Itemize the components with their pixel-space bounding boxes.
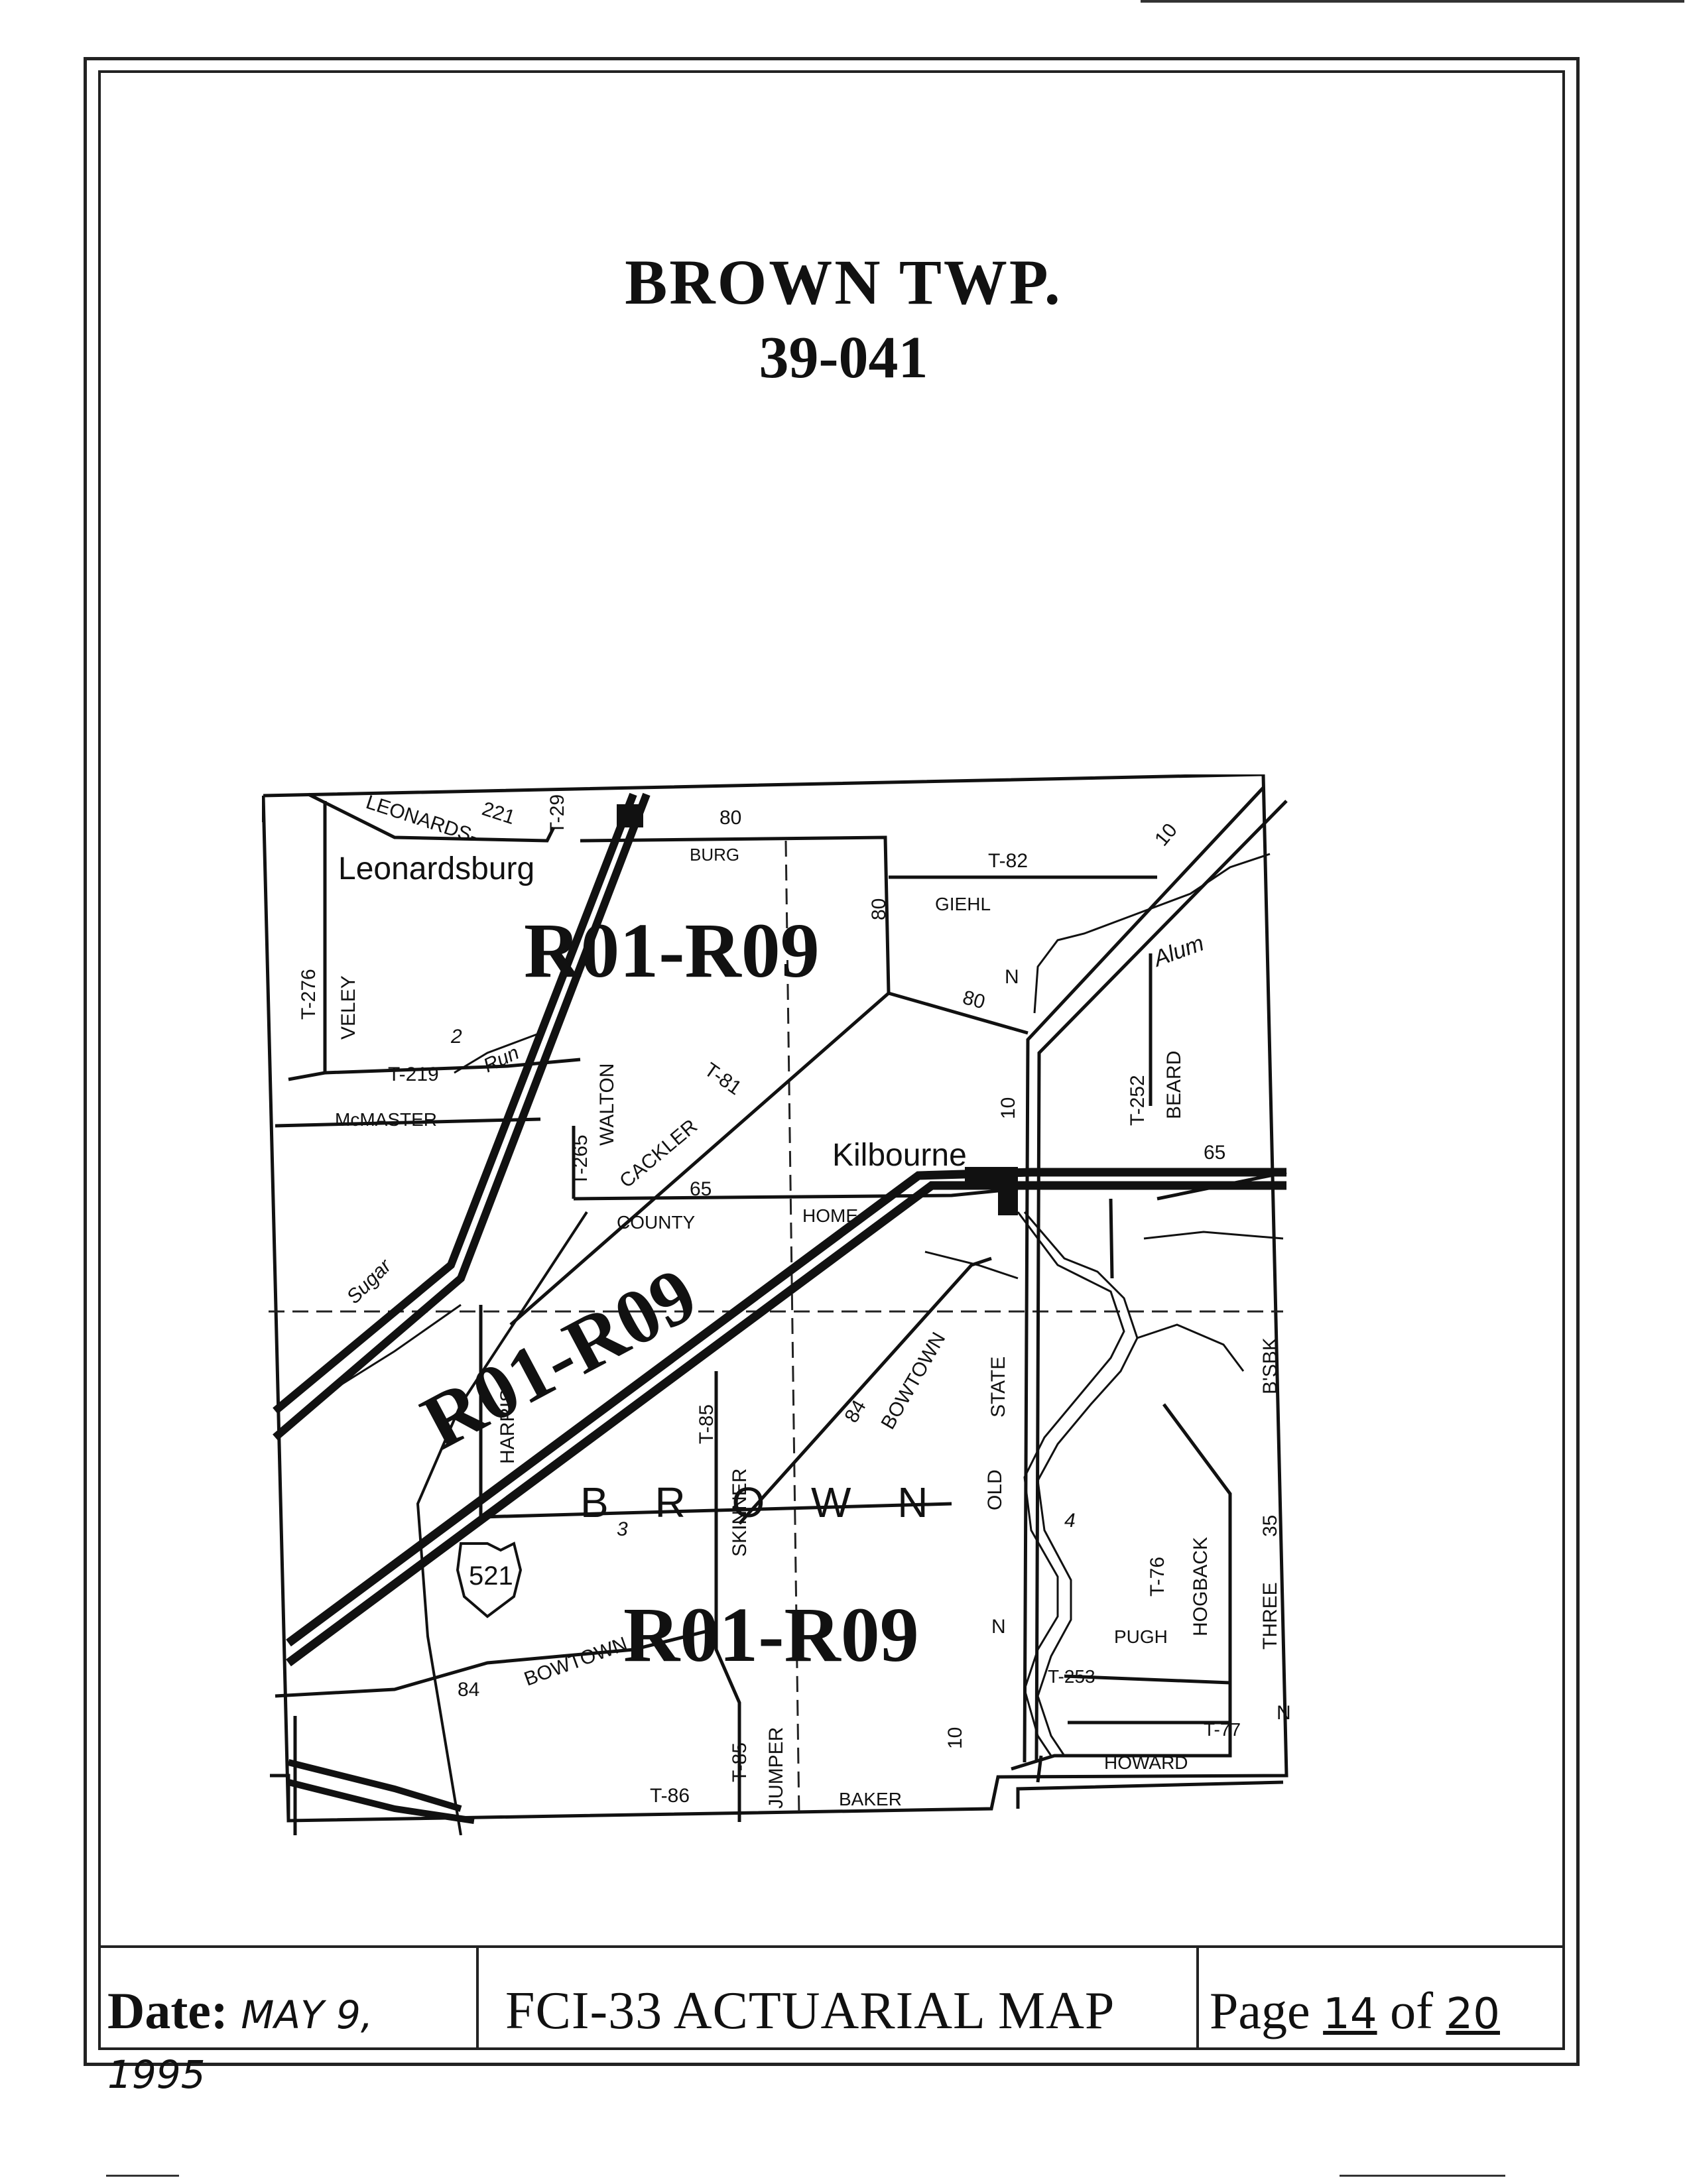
divided-highway-west	[273, 792, 651, 1441]
road-label-80-east: 80	[960, 987, 987, 1014]
page-number: 14	[1323, 1990, 1377, 2039]
road-label-t276: T-276	[298, 969, 320, 1020]
label-2: 2	[450, 1026, 462, 1048]
township-title: BROWN TWP.	[625, 247, 1062, 318]
road-label-t82: T-82	[988, 850, 1028, 872]
road-label-10-south: 10	[944, 1727, 966, 1749]
township-code: 39-041	[759, 325, 928, 391]
dashed-section-lines	[269, 840, 1283, 1816]
page-total: 20	[1446, 1990, 1500, 2039]
road-label-t29: T-29	[546, 794, 568, 834]
road-label-n-c: N	[1005, 966, 1019, 988]
road-label-burg: BURG	[690, 845, 739, 865]
rate-label-north: R01-R09	[524, 907, 820, 994]
label-4: 4	[1064, 1510, 1076, 1532]
road-label-walton: WALTON	[596, 1063, 618, 1146]
road-label-t252: T-252	[1127, 1075, 1149, 1126]
date-label: Date:	[107, 1982, 228, 2039]
road-label-65: 65	[690, 1178, 712, 1200]
road-label-t219: T-219	[388, 1063, 439, 1085]
footer-bar: Date: MAY 9, 1995 FCI-33 ACTUARIAL MAP P…	[98, 1945, 1565, 2097]
road-label-84-south: 84	[458, 1679, 479, 1701]
scan-mark-bottom-left	[106, 2175, 179, 2177]
streams	[288, 853, 1284, 1756]
road-label-jumper: JUMPER	[765, 1727, 787, 1809]
stream-label-alum: Alum	[1149, 930, 1208, 972]
road-label-t85-south: T-85	[729, 1742, 751, 1782]
page-label: Page	[1210, 1982, 1310, 2039]
footer-page-cell: Page 14 of 20	[1199, 1948, 1565, 2050]
roads-minor	[275, 792, 1287, 1835]
road-label-bsbk: B'SBK	[1259, 1337, 1281, 1394]
road-label-old: OLD	[984, 1469, 1006, 1510]
road-label-t85-north: T-85	[696, 1404, 718, 1444]
page-of: of	[1390, 1982, 1434, 2039]
road-label-harris: HARRIS	[497, 1389, 519, 1464]
road-label-n-b: N	[1277, 1702, 1291, 1724]
rate-label-south: R01-R09	[623, 1591, 919, 1678]
date-value: MAY 9, 1995	[107, 1992, 373, 2097]
scan-mark-bottom-right	[1340, 2175, 1505, 2177]
road-label-baker: BAKER	[839, 1789, 902, 1809]
road-label-bowtown-south: BOWTOWN	[521, 1633, 630, 1691]
date-field: Date: MAY 9, 1995	[107, 1981, 476, 2100]
road-label-skinner: SKINNER	[729, 1469, 751, 1557]
township-map: Leonardsburg Kilbourne LEONARDS- 221 T-2…	[262, 774, 1291, 1835]
road-label-bowtown-north: BOWTOWN	[877, 1329, 950, 1433]
road-label-80-north: 80	[719, 807, 741, 829]
route-521-label: 521	[469, 1561, 513, 1591]
kilbourne-interchange	[998, 1172, 1018, 1215]
route-521-shield	[456, 1542, 523, 1618]
road-label-84-north: 84	[840, 1396, 870, 1426]
road-label-county: COUNTY	[617, 1212, 696, 1233]
road-label-t86: T-86	[650, 1785, 690, 1807]
road-label-221: 221	[479, 798, 518, 829]
road-label-10-mid: 10	[997, 1097, 1019, 1119]
route-10	[1023, 786, 1288, 1763]
stream-label-run: Run	[480, 1042, 523, 1077]
outer-page-frame	[84, 57, 1580, 2066]
road-label-35: 35	[1259, 1515, 1281, 1537]
page-indicator: Page 14 of 20	[1210, 1981, 1500, 2041]
road-label-t81: T-81	[700, 1059, 745, 1099]
place-leonardsburg: Leonardsburg	[338, 851, 534, 886]
railroad	[416, 1211, 588, 1835]
road-label-state: STATE	[987, 1357, 1009, 1418]
place-kilbourne: Kilbourne	[832, 1138, 967, 1173]
leonardsburg-interchange	[617, 804, 643, 827]
road-label-veley: VELEY	[338, 975, 359, 1040]
road-label-beard: BEARD	[1163, 1051, 1185, 1119]
footer-date-cell: Date: MAY 9, 1995	[98, 1948, 479, 2097]
road-label-t77: T-77	[1204, 1719, 1241, 1740]
label-3: 3	[617, 1518, 628, 1540]
map-type-title: FCI-33 ACTUARIAL MAP	[505, 1982, 1115, 2040]
road-label-howard: HOWARD	[1104, 1752, 1188, 1773]
highway-southwest-stub	[287, 1759, 475, 1824]
road-label-home: HOME	[802, 1205, 858, 1226]
stream-label-sugar: Sugar	[343, 1254, 397, 1308]
road-label-giehl: GIEHL	[935, 894, 991, 914]
road-label-65-east: 65	[1204, 1142, 1225, 1164]
road-label-hogback: HOGBACK	[1190, 1537, 1212, 1636]
township-map-label: B R O W N	[580, 1479, 945, 1526]
inner-page-frame	[98, 70, 1565, 2050]
scan-mark-top	[1141, 0, 1684, 3]
footer-title-cell: FCI-33 ACTUARIAL MAP	[479, 1948, 1199, 2050]
road-label-mcmaster: McMASTER	[335, 1109, 437, 1130]
road-label-cackler: CACKLER	[615, 1115, 702, 1192]
road-label-n-a: N	[991, 1616, 1006, 1638]
road-label-t253: T-253	[1048, 1666, 1095, 1687]
road-label-pugh: PUGH	[1114, 1626, 1168, 1647]
road-label-10-north: 10	[1151, 819, 1182, 851]
road-label-t76: T-76	[1147, 1557, 1168, 1597]
road-label-three: THREE	[1259, 1582, 1281, 1650]
road-label-80-vertical: 80	[868, 898, 890, 920]
road-label-t265: T-265	[570, 1134, 592, 1185]
